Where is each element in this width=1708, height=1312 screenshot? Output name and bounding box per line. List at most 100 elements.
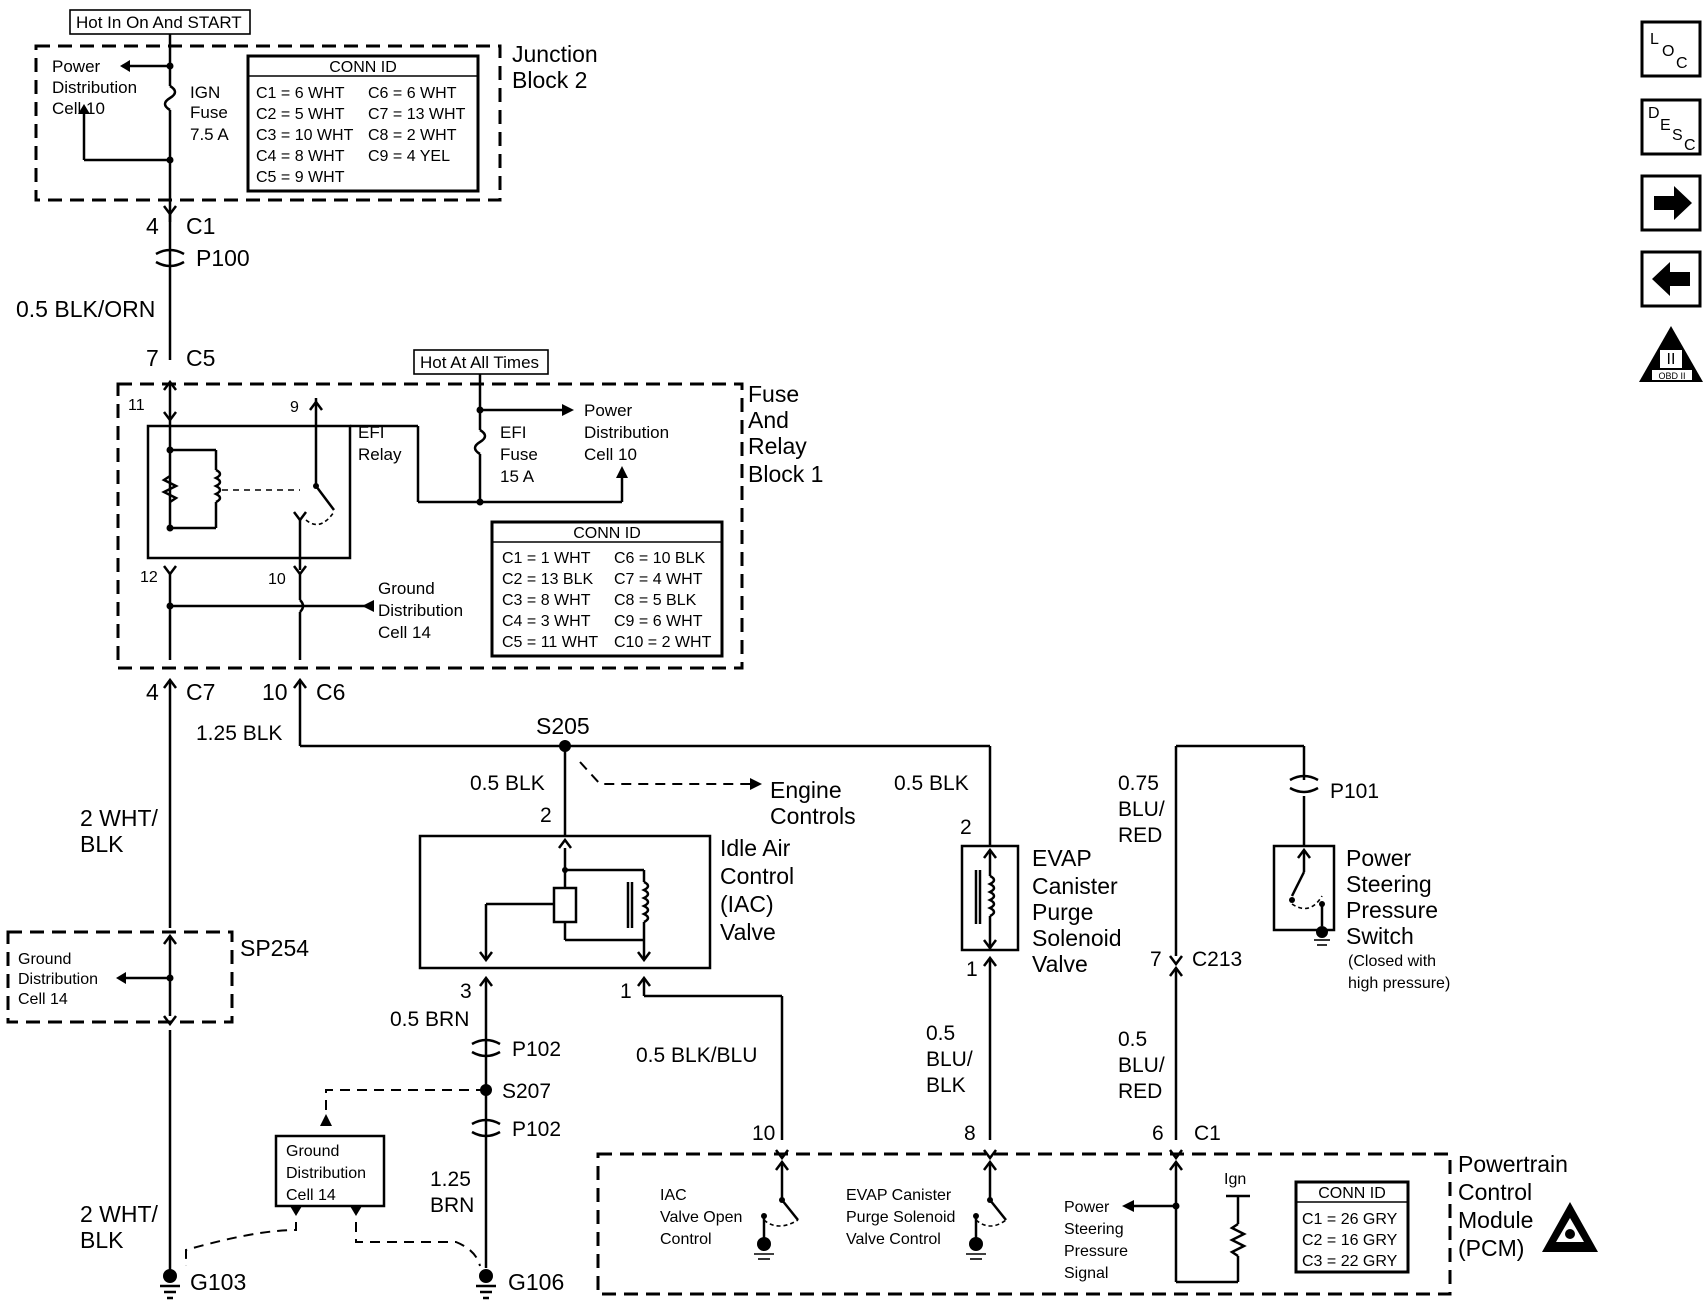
nav-desc-button[interactable]: D E S C: [1640, 98, 1702, 156]
evap-title-5: Valve: [1032, 951, 1088, 977]
p102-inline-connector: [471, 1118, 501, 1138]
ground-icon: [757, 1237, 771, 1251]
pcm-ps-label-1: Power: [1064, 1199, 1110, 1216]
wire-label-blu-blk: BLU/: [926, 1048, 973, 1071]
junction-block-2: Hot In On And START Junction Block 2 Pow…: [34, 9, 598, 222]
pcm-outline: [596, 1152, 1452, 1296]
wire-label-wht-blk: BLK: [80, 1227, 124, 1253]
nav-forward-button[interactable]: [1640, 174, 1702, 232]
wire-label-blu-blk: 0.5: [926, 1022, 955, 1045]
conn-id-title: CONN ID: [573, 525, 641, 542]
desc-letter: S: [1672, 127, 1683, 144]
pcm-title-2: Control: [1458, 1179, 1532, 1205]
gnd-dist-cell14-box: [274, 1134, 386, 1208]
ps-switch-title-2: Steering: [1346, 871, 1432, 897]
fuse-and-relay-block-1: Fuse And Relay Block 1 Hot At All Times …: [116, 349, 823, 670]
conn-id-cell: C2 = 13 BLK: [502, 571, 594, 588]
conn-id-cell: C8 = 5 BLK: [614, 592, 697, 609]
wire-label-blu-red: BLU/: [1118, 1054, 1165, 1077]
arrow-left-icon: [116, 972, 126, 984]
conn-id-cell: C9 = 4 YEL: [368, 148, 450, 165]
loc-letter: C: [1676, 55, 1688, 72]
iac-title-2: Control: [720, 863, 794, 889]
conn-id-cell: C1 = 6 WHT: [256, 85, 345, 102]
pin-label: 12: [140, 569, 158, 586]
evap-title-1: EVAP: [1032, 845, 1092, 871]
gnd14-label-1: Ground: [286, 1143, 339, 1160]
wire-label-125-brn: BRN: [430, 1194, 474, 1217]
conn-id-cell: C6 = 6 WHT: [368, 85, 457, 102]
conn-id-cell: C5 = 9 WHT: [256, 169, 345, 186]
wire-label-05-blk: 0.5 BLK: [470, 772, 545, 795]
conn-id-cell: C9 = 6 WHT: [614, 613, 703, 630]
evap-title-2: Canister: [1032, 873, 1118, 899]
ps-switch-title-3: Pressure: [1346, 897, 1438, 923]
nav-loc-button[interactable]: L O C: [1640, 20, 1702, 78]
wire-label-blu-red: BLU/: [1118, 798, 1165, 821]
nav-obd2-button[interactable]: II OBD II: [1639, 326, 1703, 382]
wire-label-blu-blk: BLK: [926, 1074, 966, 1097]
wire-label-125-brn: 1.25: [430, 1168, 471, 1191]
p102-label: P102: [512, 1118, 561, 1141]
conn-id-cell: C5 = 11 WHT: [502, 634, 598, 651]
evap-valve: EVAP Canister Purge Solenoid Valve 1 0.5…: [926, 844, 1122, 1140]
junction-block-title-2: Block 2: [512, 67, 587, 93]
frb-title-2: And: [748, 407, 789, 433]
frb-pdc-label-3: Cell 10: [584, 445, 637, 464]
pcm-evap-label-3: Valve Control: [846, 1231, 941, 1248]
desc-letter: D: [1648, 105, 1660, 122]
wire-label-blk-blu: 0.5 BLK/BLU: [636, 1044, 757, 1067]
conn-id-title: CONN ID: [1318, 1185, 1386, 1202]
p101-inline-connector: [1289, 774, 1319, 794]
arrow-left-icon: [362, 600, 374, 612]
pcm-ign-label: Ign: [1224, 1171, 1246, 1188]
pcm-iac-label-1: IAC: [660, 1187, 687, 1204]
wire-label-wht-blk: 2 WHT/: [80, 805, 159, 831]
loc-letter: L: [1650, 31, 1659, 48]
iac-valve: Idle Air Control (IAC) Valve 3 1 0.5 BRN…: [185, 834, 794, 1300]
arrow-left-icon: [1652, 262, 1690, 296]
pdc-label-3: Cell 10: [52, 99, 105, 118]
wire-label-05-blk: 0.5 BLK: [894, 772, 969, 795]
nav-back-button[interactable]: [1640, 250, 1702, 308]
frb-title-1: Fuse: [748, 381, 799, 407]
wire-label-125-blk: 1.25 BLK: [196, 722, 282, 745]
ps-switch-title-1: Power: [1346, 845, 1412, 871]
conn-id-cell: C1 = 26 GRY: [1302, 1211, 1398, 1228]
pin-label: 6: [1152, 1122, 1164, 1145]
ps-switch-note-1: (Closed with: [1348, 953, 1436, 970]
connector-label: C1: [1194, 1122, 1221, 1145]
p102-inline-connector: [471, 1038, 501, 1058]
conn-id-table-pcm: CONN ID C1 = 26 GRY C2 = 16 GRY C3 = 22 …: [1294, 1180, 1410, 1274]
frb-gnd-label-1: Ground: [378, 579, 435, 598]
obd2-label: OBD II: [1658, 371, 1685, 381]
conn-id-cell: C3 = 8 WHT: [502, 592, 591, 609]
pcm-title-1: Powertrain: [1458, 1151, 1568, 1177]
sp-gnd-label-3: Cell 14: [18, 991, 68, 1008]
pin-label: 10: [268, 571, 286, 588]
junction-block-title-1: Junction: [512, 41, 598, 67]
ign-fuse-label-2: Fuse: [190, 103, 228, 122]
hot-in-on-start-box: [69, 9, 251, 35]
efi-fuse-symbol: [473, 428, 487, 456]
frb-title-4: Block 1: [748, 461, 823, 487]
gnd14-label-3: Cell 14: [286, 1187, 336, 1204]
iac-title-1: Idle Air: [720, 835, 791, 861]
arrow-up-icon: [320, 1114, 332, 1126]
esd-warning-icon: [1542, 1202, 1598, 1252]
ground-icon: [1316, 926, 1328, 938]
connector-label: C1: [186, 213, 215, 239]
ground-icon: [969, 1237, 983, 1251]
hot-at-all-times-label: Hot At All Times: [420, 353, 539, 372]
conn-id-cell: C6 = 10 BLK: [614, 550, 706, 567]
conn-id-cell: C4 = 3 WHT: [502, 613, 591, 630]
junction-block-outline: [34, 44, 502, 202]
s207-label: S207: [502, 1080, 551, 1103]
hot-in-on-start-label: Hot In On And START: [76, 13, 242, 32]
wire-label-wht-blk: 2 WHT/: [80, 1201, 159, 1227]
arrow-up-icon: [616, 466, 628, 478]
ps-switch-note-2: high pressure): [1348, 975, 1450, 992]
c7-ground-chain: 4 C7 10 C6 1.25 BLK 2 WHT/ BLK SP254 Gro…: [6, 677, 345, 1300]
power-steering-pressure-switch: P101 Power Steering Pressure Switch (Clo…: [1118, 744, 1450, 1140]
pcm-ps-label-4: Signal: [1064, 1265, 1108, 1282]
